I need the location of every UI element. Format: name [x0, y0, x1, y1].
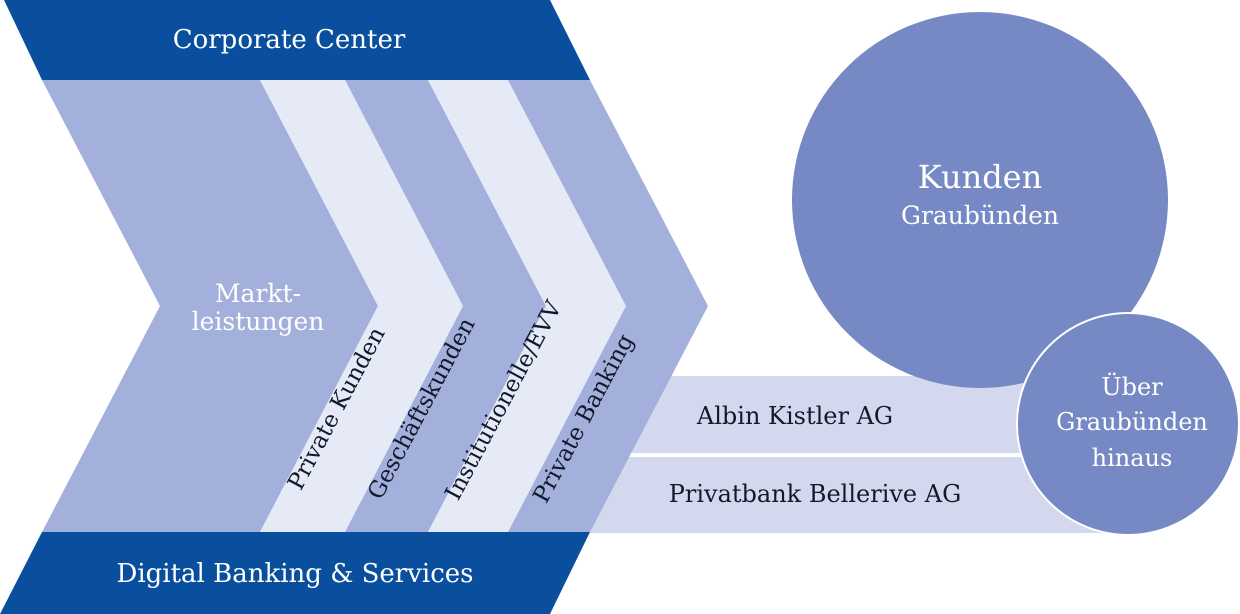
kunden-graubuenden-circle	[792, 12, 1168, 388]
ueber-label-1: Über	[1101, 372, 1163, 401]
geschaeftskunden-chevron	[345, 80, 546, 532]
private-banking-chevron	[508, 80, 708, 532]
institutionelle-chevron	[428, 80, 626, 532]
ueber-label-3: hinaus	[1092, 444, 1173, 472]
marktleistungen-label-1: Markt-	[215, 279, 301, 308]
privatbank-bellerive-label: Privatbank Bellerive AG	[669, 480, 962, 508]
albin-kistler-label: Albin Kistler AG	[696, 402, 893, 430]
kunden-subtitle: Graubünden	[901, 201, 1059, 230]
digital-banking-band	[0, 532, 590, 614]
ueber-graubuenden-circle	[1016, 312, 1240, 536]
corporate-center-band	[4, 0, 590, 80]
private-kunden-chevron	[260, 80, 463, 532]
digital-banking-label: Digital Banking & Services	[116, 559, 473, 589]
marktleistungen-label-2: leistungen	[192, 307, 325, 336]
kunden-title: Kunden	[918, 158, 1042, 196]
marktleistungen-chevron	[42, 80, 378, 532]
corporate-center-label: Corporate Center	[173, 25, 406, 55]
ueber-label-2: Graubünden	[1056, 408, 1208, 436]
